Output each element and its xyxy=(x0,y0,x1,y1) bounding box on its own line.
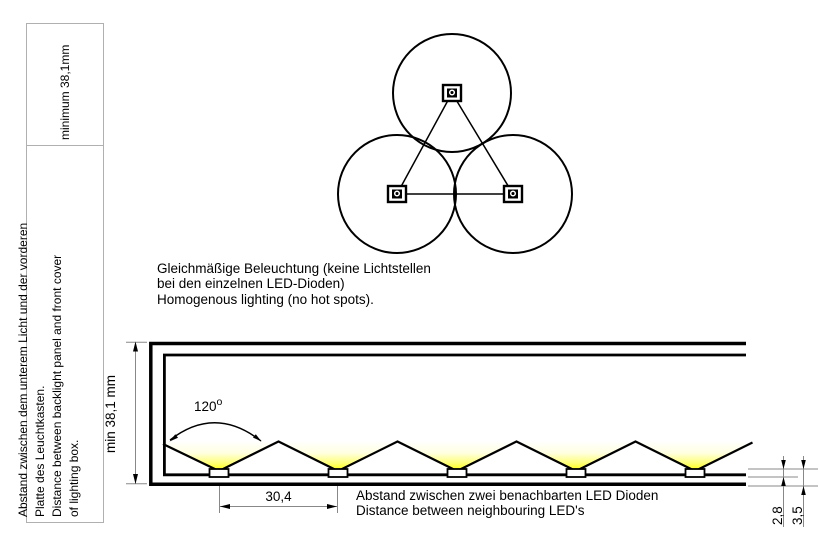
min-height-value: min 38,1 mm xyxy=(103,374,118,453)
light-circle-top xyxy=(392,33,512,153)
sidebar-minimum-label: minimum 38,1mm xyxy=(58,44,72,140)
homogeneous-lighting-note: Gleichmäßige Beleuchtung (keine Lichtste… xyxy=(157,261,431,307)
spacing-line-de: Abstand zwischen zwei benachbarten LED D… xyxy=(356,488,659,503)
arc-arrow-right xyxy=(253,434,262,442)
dimension-led-spacing xyxy=(219,486,338,513)
light-cone-glows xyxy=(165,441,745,471)
sidebar-cell-minimum xyxy=(26,23,104,146)
sidebar-desc-line-4: of lighting box. xyxy=(67,439,81,517)
sidebar-cell-description xyxy=(26,145,104,523)
sidebar-desc-line-3: Distance between backlight panel and fro… xyxy=(50,254,64,517)
sidebar-desc-line-1: Abstand zwischen dem unterem Licht und d… xyxy=(16,222,30,517)
arrow-left xyxy=(220,504,230,509)
beam-angle-label: 120o xyxy=(194,396,222,414)
note-line-de-1: Gleichmäßige Beleuchtung (keine Lichtste… xyxy=(157,261,431,276)
led-height-value: 2,8 xyxy=(770,506,785,525)
beam-angle-arc xyxy=(169,422,262,442)
led-1 xyxy=(208,468,230,478)
glow-led-2 xyxy=(278,441,398,471)
arc-arrow-left xyxy=(169,434,178,442)
overlap-circles-diagram xyxy=(337,33,573,254)
arrow-right xyxy=(327,504,337,509)
note-line-de-2: bei den einzelnen LED-Dioden) xyxy=(157,276,345,292)
arrow-down xyxy=(133,474,138,484)
led-2 xyxy=(327,468,349,478)
arrow-28-bottom xyxy=(781,477,786,486)
led-4 xyxy=(565,468,587,478)
sidebar-desc-line-2: Platte des Leuchtkasten. xyxy=(33,385,47,517)
note-line-en: Homogenous lighting (no hot spots). xyxy=(157,291,374,307)
dimension-led-heights xyxy=(748,456,818,527)
arrow-35-top xyxy=(801,460,806,469)
glow-led-5 xyxy=(635,441,745,471)
led-total-height-value: 3,5 xyxy=(790,506,805,525)
box-outer-wall xyxy=(149,341,746,487)
led-symbol-top xyxy=(441,83,463,103)
arrow-35-bottom xyxy=(801,486,806,495)
lightbox-cross-section xyxy=(126,341,818,527)
beam-angle-value: 120 xyxy=(194,399,217,414)
dimension-min-height xyxy=(126,341,147,485)
arrow-28-top xyxy=(781,460,786,469)
glow-led-3 xyxy=(397,441,517,471)
led-symbol-left xyxy=(386,184,408,204)
glow-led-4 xyxy=(516,441,636,471)
beam-angle-degree-mark: o xyxy=(216,396,223,408)
led-spacing-value: 30,4 xyxy=(265,489,292,504)
led-3 xyxy=(446,468,468,478)
glow-led-1 xyxy=(165,441,279,471)
led-spacing-note: Abstand zwischen zwei benachbarten LED D… xyxy=(356,488,658,519)
triangle-connector xyxy=(395,91,515,195)
led-5 xyxy=(684,468,706,478)
led-symbol-right xyxy=(502,184,524,204)
spacing-line-en: Distance between neighbouring LED's xyxy=(356,503,585,519)
arrow-up xyxy=(133,341,138,352)
